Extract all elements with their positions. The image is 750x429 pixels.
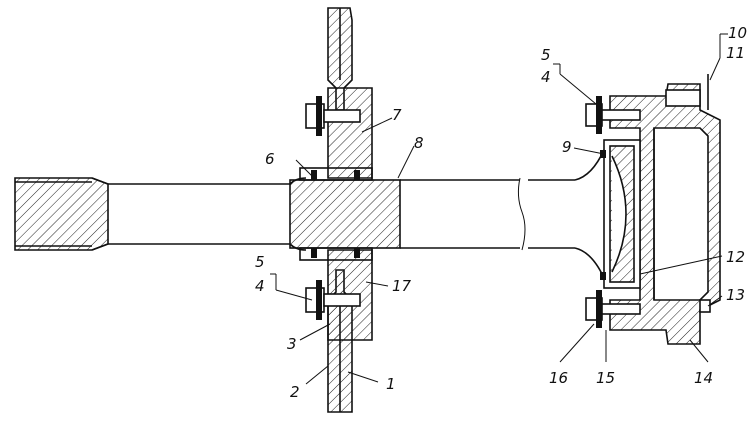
callout-11: 11 [726, 44, 745, 62]
callout-6: 6 [265, 150, 275, 168]
callout-7: 7 [392, 106, 402, 124]
callout-3: 3 [287, 335, 297, 353]
callout-15: 15 [596, 369, 615, 387]
splined-shaft-end [14, 177, 109, 251]
callout-1: 1 [386, 375, 396, 393]
callout-4-right: 4 [541, 68, 551, 86]
callout-13: 13 [726, 286, 745, 304]
callout-5: 5 [255, 253, 265, 271]
callout-labels: 1 2 3 4 5 4 5 6 7 8 9 10 11 12 13 14 15 … [255, 24, 747, 401]
callout-10: 10 [728, 24, 747, 42]
callout-8: 8 [414, 134, 424, 152]
callout-17: 17 [392, 277, 412, 295]
hub-housing [299, 87, 373, 341]
right-flange-assembly [585, 74, 721, 345]
callout-12: 12 [726, 248, 745, 266]
callout-14: 14 [694, 369, 713, 387]
callout-4: 4 [255, 277, 265, 295]
callout-9: 9 [562, 138, 572, 156]
callout-2: 2 [290, 383, 300, 401]
callout-16: 16 [549, 369, 568, 387]
callout-5-right: 5 [541, 46, 551, 64]
leader-lines [270, 33, 728, 385]
